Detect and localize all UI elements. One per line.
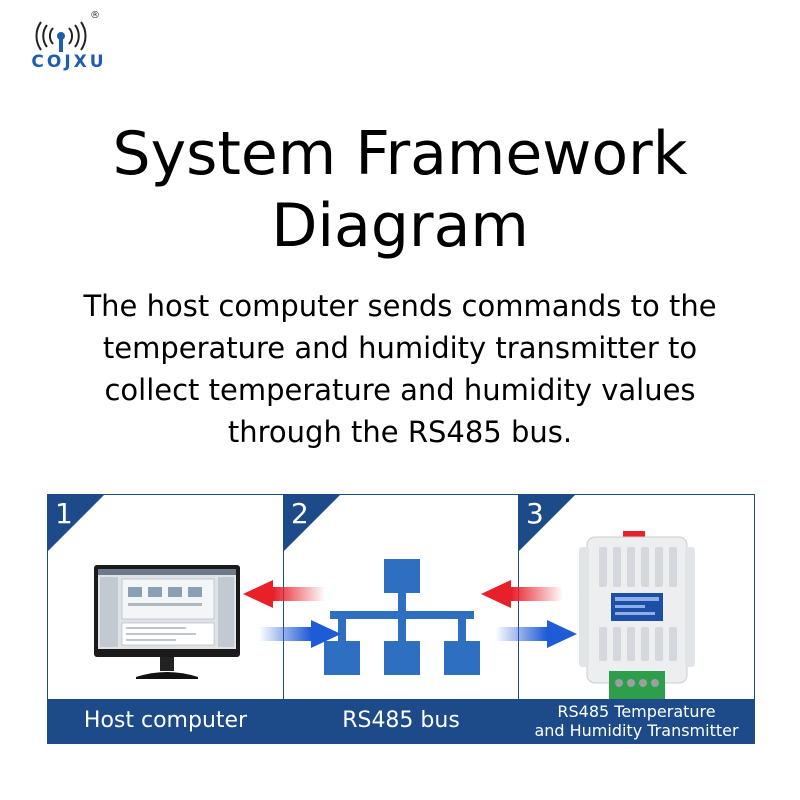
monitor-icon	[94, 565, 240, 679]
brand-logo: ®	[18, 10, 128, 74]
description-line-1: The host computer sends commands to the	[83, 289, 717, 323]
panel-number-2: 2	[291, 497, 309, 530]
panel-label-transmitter: RS485 Temperature and Humidity Transmitt…	[519, 699, 754, 743]
panel-label-host-computer: Host computer	[48, 699, 283, 743]
registered-mark: ®	[90, 10, 100, 21]
framework-diagram: 1 Host computer 2 RS485 bus	[47, 494, 755, 744]
description: The host computer sends commands to the …	[40, 285, 760, 453]
page-title: System Framework Diagram	[0, 118, 800, 262]
description-line-2: temperature and humidity transmitter to	[102, 331, 698, 365]
arrow-right-blue-2	[495, 620, 577, 648]
title-line-2: Diagram	[271, 191, 529, 261]
panel-number-1: 1	[55, 497, 73, 530]
title-line-1: System Framework	[112, 119, 688, 189]
panel-number-3: 3	[526, 497, 544, 530]
description-line-4: through the RS485 bus.	[227, 415, 573, 449]
arrow-right-blue-1	[259, 620, 341, 648]
panel-transmitter: 3 RS485 Temperature and Humidity Transmi…	[518, 494, 755, 744]
flow-arrows	[243, 580, 577, 648]
panel-label-rs485-bus: RS485 bus	[284, 699, 518, 743]
arrow-left-red-1	[243, 580, 325, 608]
wireless-signal-icon	[35, 21, 87, 52]
network-tree-icon	[324, 559, 480, 675]
panel-label-transmitter-line-1: RS485 Temperature	[557, 702, 716, 721]
description-line-3: collect temperature and humidity values	[104, 373, 696, 407]
panel-rs485-bus: 2 RS485 bus	[283, 494, 519, 744]
panel-label-transmitter-line-2: and Humidity Transmitter	[534, 721, 739, 740]
panel-host-computer: 1 Host computer	[47, 494, 284, 744]
transmitter-device-icon	[579, 531, 695, 699]
brand-name: COJXU	[31, 52, 107, 72]
arrow-left-red-2	[481, 580, 563, 608]
